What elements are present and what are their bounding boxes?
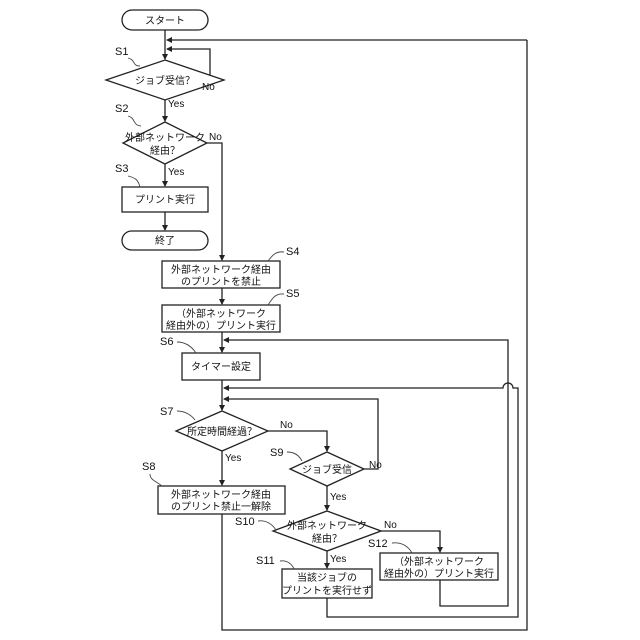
s5-text-line1: （外部ネットワーク [176,307,266,320]
leader-s1 [128,58,140,66]
label-s6: S6 [160,336,173,348]
step-s4-process: 外部ネットワーク経由 のプリントを禁止 [162,261,280,288]
s9-yes-label: Yes [330,492,346,503]
label-s5: S5 [286,288,299,300]
label-s9: S9 [270,447,283,459]
leader-s9 [287,452,302,461]
end-terminal: 終了 [122,231,208,250]
leader-s4 [268,252,284,261]
label-s12: S12 [368,538,388,550]
leader-s12 [392,543,412,553]
s3-text: プリント実行 [135,193,195,206]
s5-text-line2: 経由外の）プリント実行 [166,319,276,332]
s2-yes-label: Yes [168,167,184,178]
leader-s10 [258,521,276,530]
connector-s2-s4 [207,143,222,260]
s7-no-label: No [280,420,293,431]
step-s7-decision: 所定時間経過？ [176,411,268,451]
s12-text-line1: （外部ネットワーク [394,555,484,568]
s2-no-label: No [209,132,222,143]
s10-text-line1: 外部ネットワーク [287,519,367,532]
s2-text-line1: 外部ネットワーク [125,131,205,144]
leader-s8 [150,474,162,486]
step-s10-decision: 外部ネットワーク 経由？ [273,511,381,551]
label-s2: S2 [115,103,128,115]
leader-s6 [177,342,196,353]
label-s4: S4 [286,246,299,258]
step-s1-decision: ジョブ受信？ [106,60,224,100]
step-s2-decision: 外部ネットワーク 経由？ [123,122,207,164]
leader-s3 [128,176,140,187]
s10-text-line2: 経由？ [312,532,342,545]
s9-text: ジョブ受信 [302,463,352,476]
s4-text-line2: のプリントを禁止 [181,276,261,288]
leader-s11 [280,561,294,569]
leader-s2 [128,116,141,126]
label-s3: S3 [115,163,128,175]
step-s8-process: 外部ネットワーク経由 のプリント禁止一解除 [158,486,285,514]
label-s8: S8 [142,461,155,473]
end-text: 終了 [155,234,175,247]
s8-text-line1: 外部ネットワーク経由 [171,488,271,501]
connector-s10-s12 [381,531,440,552]
step-s3-process: プリント実行 [122,187,208,212]
s1-no-label: No [202,82,215,93]
start-terminal: スタート [122,10,208,30]
s1-text: ジョブ受信？ [135,74,195,87]
label-s1: S1 [115,46,128,58]
s11-text-line1: 当該ジョブの [297,571,357,584]
s9-no-label: No [369,460,382,471]
step-s9-decision: ジョブ受信 [290,452,364,486]
step-s5-process: （外部ネットワーク 経由外の）プリント実行 [162,305,280,332]
s7-yes-label: Yes [225,453,241,464]
s6-text: タイマー設定 [191,360,251,373]
s10-yes-label: Yes [330,554,346,565]
s1-yes-label: Yes [168,99,184,110]
start-text: スタート [145,15,185,27]
step-s11-process: 当該ジョブの プリントを実行せず [282,569,372,598]
s7-text: 所定時間経過？ [187,425,257,438]
leader-s7 [177,411,195,420]
s2-text-line2: 経由？ [150,144,180,157]
step-s6-process: タイマー設定 [182,353,260,380]
label-s11: S11 [256,555,275,567]
s11-text-line2: プリントを実行せず [282,584,372,597]
label-s7: S7 [160,406,173,418]
leader-s5 [268,294,284,305]
step-s12-process: （外部ネットワーク 経由外の）プリント実行 [380,553,498,580]
s10-no-label: No [384,520,397,531]
s8-text-line2: のプリント禁止一解除 [171,500,271,513]
label-s10: S10 [235,516,255,528]
s4-text-line1: 外部ネットワーク経由 [171,263,271,276]
s12-text-line2: 経由外の）プリント実行 [384,567,494,580]
